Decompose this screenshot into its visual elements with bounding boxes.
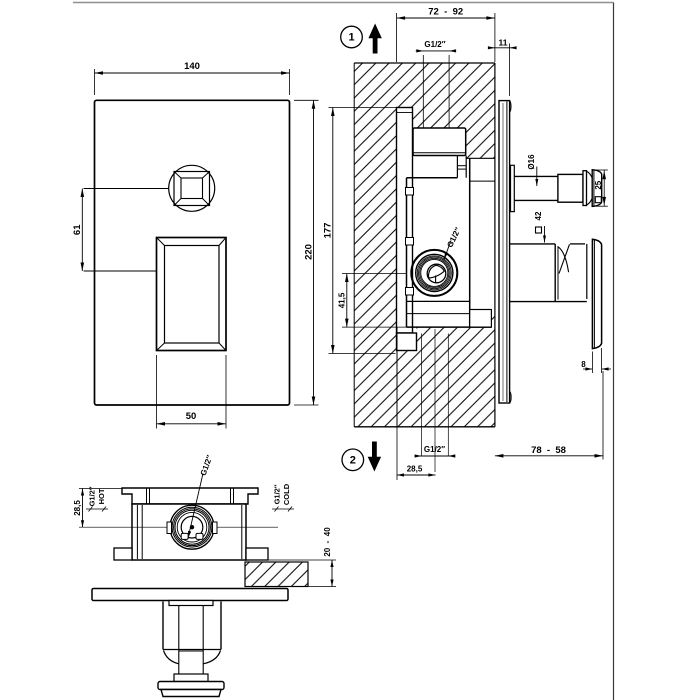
svg-text:G1/2″: G1/2″ <box>88 486 97 506</box>
svg-text:G1/2″: G1/2″ <box>424 445 445 454</box>
svg-text:2: 2 <box>350 454 356 466</box>
svg-text:28,5: 28,5 <box>73 500 82 516</box>
svg-text:1: 1 <box>348 32 354 44</box>
svg-text:Ø16: Ø16 <box>527 154 536 170</box>
svg-text:8: 8 <box>581 360 586 369</box>
svg-text:G1/2″: G1/2″ <box>424 40 445 49</box>
svg-text:61: 61 <box>72 224 83 235</box>
svg-text:25: 25 <box>594 180 603 189</box>
svg-text:41,5: 41,5 <box>338 292 347 308</box>
svg-text:220: 220 <box>304 244 315 260</box>
svg-text:28,5: 28,5 <box>407 465 423 474</box>
svg-text:HOT: HOT <box>97 488 106 504</box>
svg-text:177: 177 <box>323 223 334 239</box>
svg-text:72 - 92: 72 - 92 <box>428 7 463 18</box>
svg-text:42: 42 <box>534 211 543 220</box>
svg-text:COLD: COLD <box>282 483 291 505</box>
svg-text:50: 50 <box>186 411 197 422</box>
svg-text:78 - 58: 78 - 58 <box>531 445 566 456</box>
svg-text:G1/2″: G1/2″ <box>273 484 282 504</box>
svg-text:140: 140 <box>184 61 200 72</box>
svg-text:20 - 40: 20 - 40 <box>323 527 332 557</box>
svg-text:11: 11 <box>499 38 508 48</box>
